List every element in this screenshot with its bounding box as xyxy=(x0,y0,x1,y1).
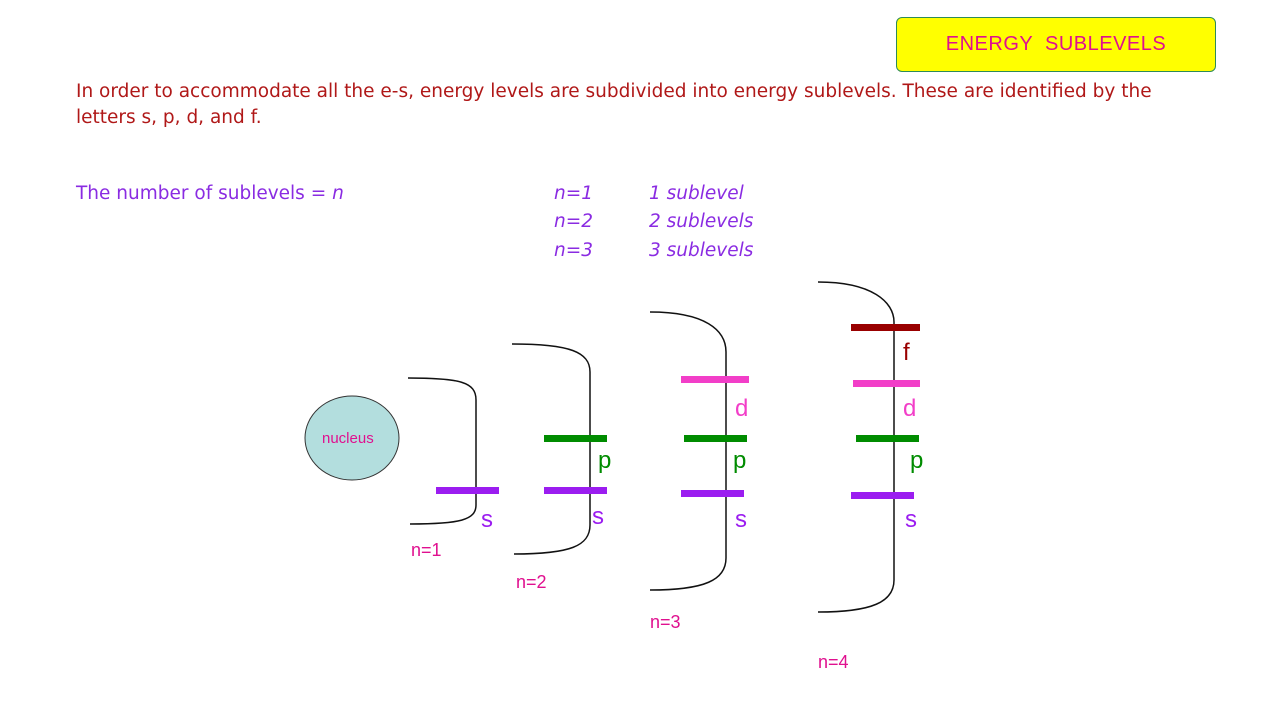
sublevel-letter-s: s xyxy=(735,506,747,533)
sublevel-letter-d: d xyxy=(735,395,748,422)
sublevel-letter-p: p xyxy=(598,447,611,474)
sublevel-letter-s: s xyxy=(905,506,917,533)
shell-arc-n3 xyxy=(649,311,727,591)
sublevel-bar-s xyxy=(851,492,914,499)
sublevel-rule-variable: n xyxy=(332,183,344,204)
shell-arc-n1 xyxy=(407,377,477,525)
rule-row-count: 1 sublevel xyxy=(649,183,744,204)
level-label-n4: n=4 xyxy=(818,652,849,672)
sublevel-bar-p xyxy=(856,435,919,442)
slide-title: ENERGY SUBLEVELS xyxy=(945,33,1167,55)
rule-row-count: 2 sublevels xyxy=(649,211,754,232)
sublevel-bar-d xyxy=(853,380,920,387)
shell-arc-n4 xyxy=(817,281,895,613)
title-box: ENERGY SUBLEVELS xyxy=(896,17,1216,72)
rule-row-n: n=3 xyxy=(554,240,593,261)
rule-row: n=2 2 sublevels xyxy=(554,211,753,232)
rule-row: n=3 3 sublevels xyxy=(554,240,753,261)
sublevel-rule-label: The number of sublevels = xyxy=(76,183,333,204)
sublevel-letter-s: s xyxy=(481,506,493,533)
sublevel-letter-p: p xyxy=(910,447,923,474)
sublevel-letter-d: d xyxy=(903,395,916,422)
intro-paragraph: In order to accommodate all the e-s, ene… xyxy=(76,81,1152,128)
level-label-n2: n=2 xyxy=(516,572,547,592)
rule-row-count: 3 sublevels xyxy=(649,240,754,261)
level-label-n1: n=1 xyxy=(411,540,442,560)
sublevel-bar-p xyxy=(544,435,607,442)
sublevel-bar-s xyxy=(436,487,499,494)
sublevel-bar-s xyxy=(544,487,607,494)
sublevel-rule: The number of sublevels = n xyxy=(76,183,344,204)
sublevel-letter-f: f xyxy=(903,339,910,366)
sublevel-letter-s: s xyxy=(592,503,604,530)
sublevel-bar-f xyxy=(851,324,920,331)
nucleus-shape xyxy=(304,395,400,481)
rule-row: n=1 1 sublevel xyxy=(554,183,744,204)
nucleus-label: nucleus xyxy=(322,430,374,447)
sublevel-bar-s xyxy=(681,490,744,497)
shell-arc-n2 xyxy=(511,343,591,555)
level-label-n3: n=3 xyxy=(650,612,681,632)
rule-row-n: n=2 xyxy=(554,211,593,232)
rule-row-n: n=1 xyxy=(554,183,593,204)
sublevel-bar-d xyxy=(681,376,749,383)
sublevel-letter-p: p xyxy=(733,447,746,474)
sublevel-bar-p xyxy=(684,435,747,442)
